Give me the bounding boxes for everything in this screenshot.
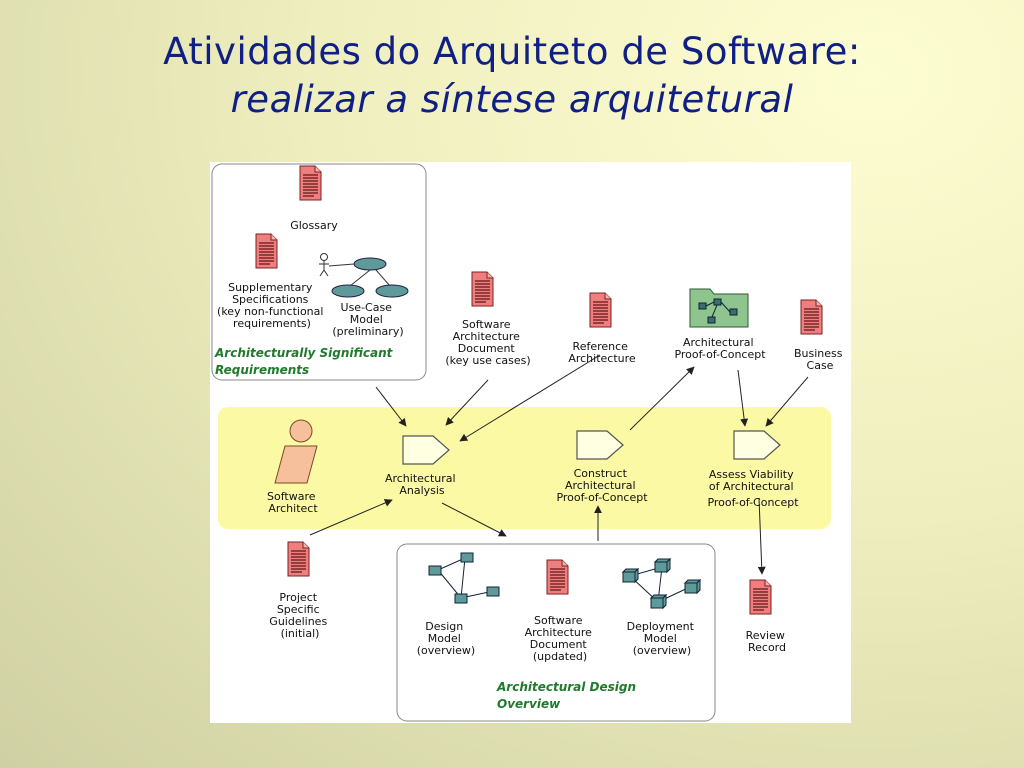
design-model-artifact[interactable]: Design Model (overview): [417, 552, 500, 657]
document-icon: [589, 292, 612, 328]
document-icon: [287, 541, 310, 577]
review-record-label: Review Record: [746, 629, 789, 654]
supplementary-specifications-artifact[interactable]: Supplementary Specifications (key non-fu…: [217, 233, 327, 330]
title-line-2: realizar a síntese arquitetural: [230, 78, 794, 121]
document-icon: [471, 271, 494, 307]
use-case-model-label: Use-Case Model (preliminary): [332, 301, 403, 338]
document-icon: [546, 559, 569, 595]
document-icon: [800, 299, 823, 335]
glossary-label: Glossary: [290, 219, 338, 232]
review-record-artifact[interactable]: Review Record: [746, 579, 789, 654]
reference-architecture-artifact[interactable]: Reference Architecture: [568, 292, 636, 365]
requirements-group: Architecturally Significant Requirements: [211, 163, 427, 381]
use-case-model-icon: [319, 253, 409, 298]
software-architect-role[interactable]: Software Architect: [267, 419, 319, 515]
document-icon: [299, 165, 322, 201]
use-case-model-artifact[interactable]: Use-Case Model (preliminary): [319, 253, 409, 339]
sad-key-use-cases-label: Software Architecture Document (key use …: [445, 318, 530, 367]
glossary-artifact[interactable]: Glossary: [290, 165, 338, 232]
deployment-model-label: Deployment Model (overview): [627, 620, 698, 657]
sad-updated-label: Software Architecture Document (updated): [525, 614, 596, 663]
reference-architecture-label: Reference Architecture: [568, 340, 636, 365]
supplementary-specifications-label: Supplementary Specifications (key non-fu…: [217, 281, 327, 330]
business-case-artifact[interactable]: Business Case: [794, 299, 846, 372]
architecture-synthesis-diagram: Architecturally Significant Requirements…: [210, 162, 851, 723]
requirements-group-label: Architecturally Significant Requirements: [214, 346, 397, 377]
design-overview-group: Architectural Design Overview: [396, 543, 716, 722]
activity-band: [218, 407, 831, 529]
slide-title: Atividades do Arquiteto de Software: rea…: [0, 28, 1024, 124]
design-overview-group-label: Architectural Design Overview: [496, 680, 640, 711]
project-guidelines-artifact[interactable]: Project Specific Guidelines (initial): [269, 541, 330, 640]
document-icon: [749, 579, 772, 615]
worker-icon: [274, 419, 318, 484]
assess-viability-activity[interactable]: Assess Viability of Architectural Proof-…: [707, 430, 799, 509]
business-case-label: Business Case: [794, 347, 846, 372]
architectural-poc-artifact[interactable]: Architectural Proof-of-Concept: [674, 288, 766, 361]
assess-viability-label: Assess Viability of Architectural Proof-…: [707, 468, 799, 509]
flow-arrows: [309, 354, 809, 575]
title-line-1: Atividades do Arquiteto de Software:: [163, 30, 861, 73]
design-model-label: Design Model (overview): [417, 620, 475, 657]
architectural-analysis-activity[interactable]: Architectural Analysis: [385, 435, 459, 497]
folder-icon: [689, 288, 749, 328]
construct-poc-label: Construct Architectural Proof-of-Concept: [556, 467, 648, 504]
architectural-poc-label: Architectural Proof-of-Concept: [674, 336, 766, 361]
sad-key-use-cases-artifact[interactable]: Software Architecture Document (key use …: [445, 271, 531, 367]
software-architect-label: Software Architect: [267, 490, 319, 515]
design-model-icon: [428, 552, 500, 604]
project-guidelines-label: Project Specific Guidelines (initial): [269, 591, 330, 640]
construct-poc-activity[interactable]: Construct Architectural Proof-of-Concept: [556, 430, 648, 504]
sad-updated-artifact[interactable]: Software Architecture Document (updated): [525, 559, 596, 663]
deployment-model-artifact[interactable]: Deployment Model (overview): [621, 557, 702, 657]
deployment-model-icon: [621, 557, 702, 610]
document-icon: [255, 233, 278, 269]
architectural-analysis-label: Architectural Analysis: [385, 472, 459, 497]
